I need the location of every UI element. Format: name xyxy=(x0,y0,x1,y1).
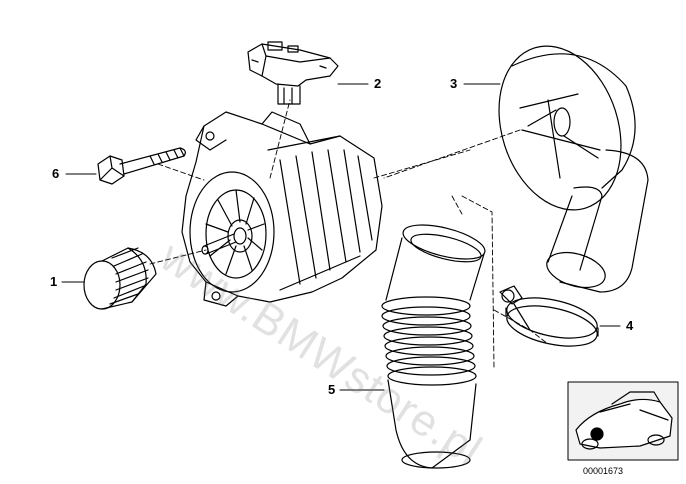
callout-3: 3 xyxy=(450,76,458,91)
callout-5: 5 xyxy=(328,382,336,397)
callout-1: 1 xyxy=(50,274,58,289)
assembly-lines xyxy=(149,99,549,369)
pulley xyxy=(83,247,157,310)
intake-hose xyxy=(381,224,486,469)
alternator xyxy=(181,111,383,307)
callout-2: 2 xyxy=(374,76,382,91)
voltage-regulator xyxy=(247,41,339,105)
location-marker xyxy=(590,427,604,441)
callout-6: 6 xyxy=(52,166,60,181)
vehicle-locator-inset xyxy=(567,381,679,461)
air-shroud xyxy=(498,45,649,293)
callout-4: 4 xyxy=(626,318,634,333)
hose-clamp xyxy=(499,285,599,347)
bolt xyxy=(97,147,186,185)
reference-number: 00001673 xyxy=(583,466,624,476)
leader-lines xyxy=(61,83,621,391)
